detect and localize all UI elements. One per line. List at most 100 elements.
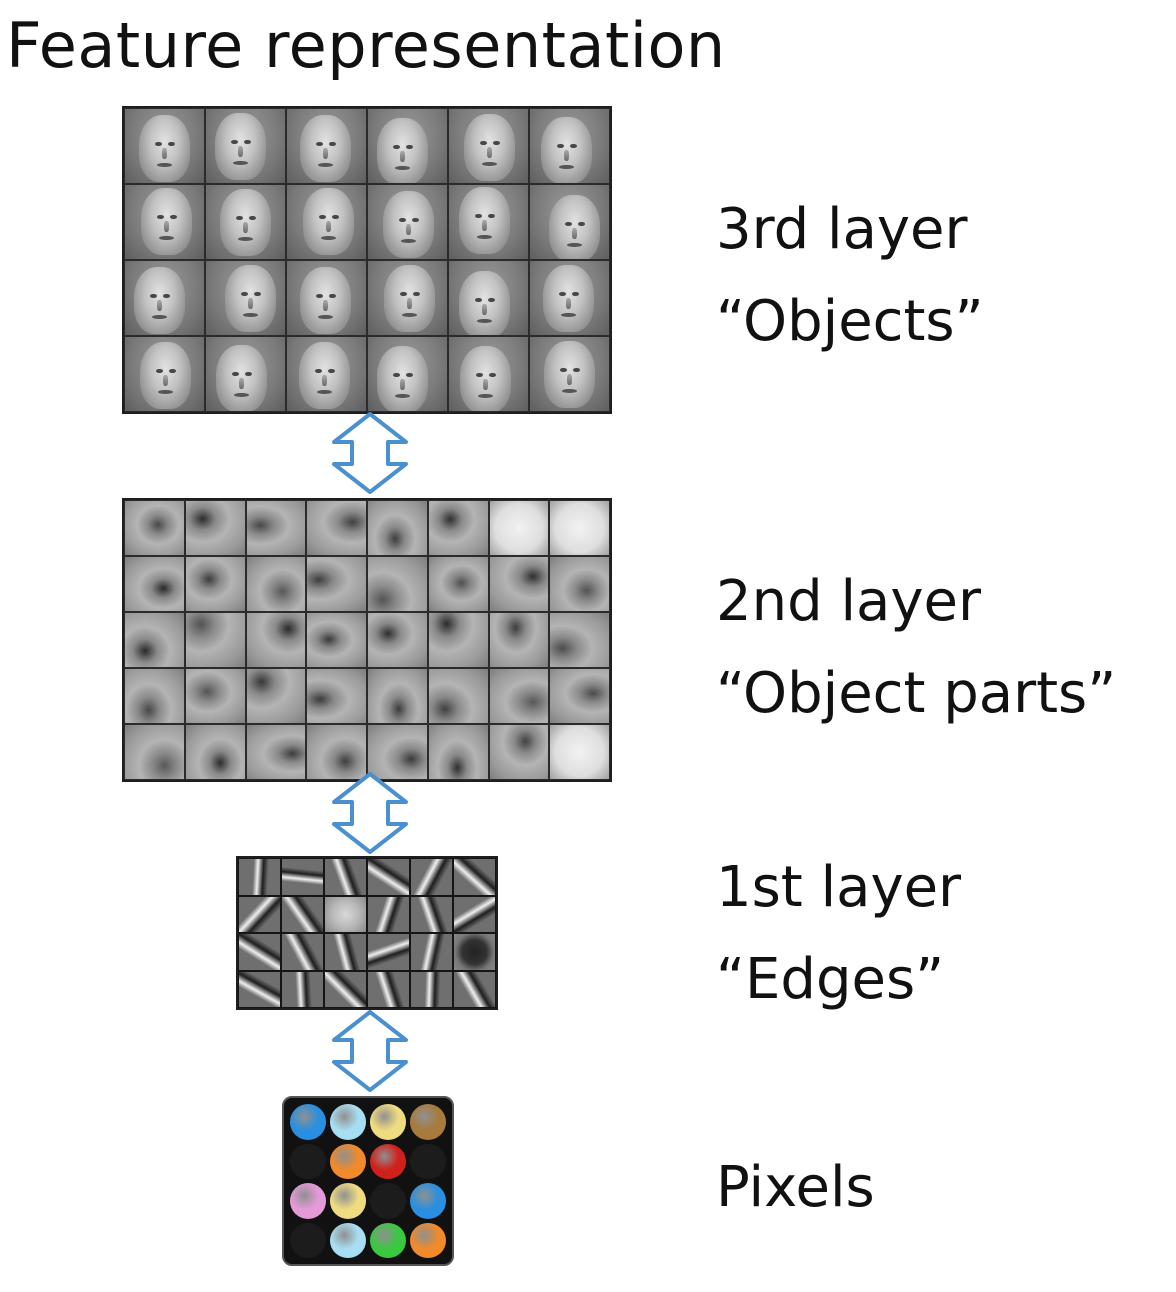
face-filter-icon [287, 261, 366, 335]
face-filter-icon [530, 261, 609, 335]
face-filter-icon [368, 337, 447, 411]
pixel-dot-icon [370, 1104, 406, 1140]
edge-filter-icon [325, 859, 366, 895]
edge-filter-icon [411, 896, 452, 932]
object-part-filter-icon [489, 725, 549, 779]
object-part-filter-icon [428, 613, 488, 667]
edge-filter-icon [239, 859, 280, 895]
edge-filter-icon [368, 934, 409, 970]
object-part-filter-icon [125, 613, 184, 667]
pixel-dot-icon [290, 1143, 326, 1179]
object-part-filter-icon [246, 557, 306, 611]
face-filter-icon [530, 109, 609, 183]
edge-filter-icon [368, 971, 409, 1007]
object-part-filter-icon [550, 669, 609, 723]
object-part-filter-icon [428, 557, 488, 611]
object-part-filter-icon [489, 613, 549, 667]
face-filter-icon [125, 185, 204, 259]
object-part-filter-icon [185, 669, 245, 723]
object-part-filter-icon [368, 669, 427, 723]
pixel-dot-icon [370, 1183, 406, 1219]
layer1-description: “Edges” [716, 947, 945, 1012]
object-part-filter-icon [368, 557, 427, 611]
object-part-filter-icon [428, 669, 488, 723]
layer3-label: 3rd layer “Objects” [716, 184, 984, 368]
object-part-filter-icon [428, 501, 488, 555]
pixel-dot-icon [330, 1183, 366, 1219]
pixel-dot-icon [410, 1143, 446, 1179]
pixels-name: Pixels [716, 1155, 875, 1220]
face-filter-icon [125, 109, 204, 183]
pixel-dot-icon [370, 1143, 406, 1179]
object-part-filter-icon [185, 725, 245, 779]
edge-filter-icon [325, 934, 366, 970]
double-arrow-icon [332, 412, 408, 494]
face-filter-icon [206, 185, 285, 259]
object-part-filter-icon [246, 725, 306, 779]
edge-filter-icon [454, 971, 495, 1007]
object-part-filter-icon [489, 501, 549, 555]
face-filter-icon [287, 185, 366, 259]
object-part-filter-icon [550, 557, 609, 611]
pixel-dot-icon [290, 1222, 326, 1258]
object-part-filter-icon [185, 613, 245, 667]
layer1-feature-grid [236, 856, 498, 1010]
face-filter-icon [449, 109, 528, 183]
pixel-dot-icon [370, 1222, 406, 1258]
layer3-description: “Objects” [716, 289, 984, 354]
face-filter-icon [206, 109, 285, 183]
edge-filter-icon [282, 859, 323, 895]
edge-filter-icon [368, 859, 409, 895]
face-filter-icon [125, 261, 204, 335]
face-filter-icon [368, 261, 447, 335]
edge-filter-icon [239, 896, 280, 932]
pixel-dot-icon [330, 1143, 366, 1179]
face-filter-icon [530, 185, 609, 259]
object-part-filter-icon [307, 725, 366, 779]
face-filter-icon [368, 185, 447, 259]
object-part-filter-icon [307, 501, 366, 555]
layer1-name: 1st layer [716, 855, 962, 920]
face-filter-icon [449, 185, 528, 259]
face-filter-icon [287, 337, 366, 411]
object-part-filter-icon [125, 557, 184, 611]
pixel-dot-icon [330, 1104, 366, 1140]
object-part-filter-icon [550, 725, 609, 779]
edge-filter-icon [368, 896, 409, 932]
edge-filter-icon [454, 896, 495, 932]
object-part-filter-icon [428, 725, 488, 779]
face-filter-icon [530, 337, 609, 411]
object-part-filter-icon [185, 557, 245, 611]
edge-filter-icon [454, 934, 495, 970]
object-part-filter-icon [246, 613, 306, 667]
pixels-label: Pixels [716, 1142, 875, 1234]
object-part-filter-icon [368, 613, 427, 667]
layer3-name: 3rd layer [716, 197, 968, 262]
face-filter-icon [125, 337, 204, 411]
object-part-filter-icon [550, 613, 609, 667]
layer1-label: 1st layer “Edges” [716, 842, 961, 1026]
pixel-dot-icon [410, 1183, 446, 1219]
face-filter-icon [287, 109, 366, 183]
pixel-grid [282, 1096, 454, 1266]
object-part-filter-icon [307, 669, 366, 723]
face-filter-icon [206, 261, 285, 335]
edge-filter-icon [325, 971, 366, 1007]
edge-filter-icon [411, 934, 452, 970]
object-part-filter-icon [125, 501, 184, 555]
edge-filter-icon [282, 896, 323, 932]
edge-filter-icon [239, 934, 280, 970]
object-part-filter-icon [246, 669, 306, 723]
edge-filter-icon [454, 859, 495, 895]
object-part-filter-icon [307, 613, 366, 667]
object-part-filter-icon [307, 557, 366, 611]
edge-filter-icon [282, 934, 323, 970]
object-part-filter-icon [368, 725, 427, 779]
double-arrow-icon [332, 1010, 408, 1092]
object-part-filter-icon [125, 725, 184, 779]
layer2-feature-grid [122, 498, 612, 782]
pixel-dot-icon [330, 1222, 366, 1258]
pixel-dot-icon [290, 1183, 326, 1219]
object-part-filter-icon [550, 501, 609, 555]
pixel-dot-icon [290, 1104, 326, 1140]
